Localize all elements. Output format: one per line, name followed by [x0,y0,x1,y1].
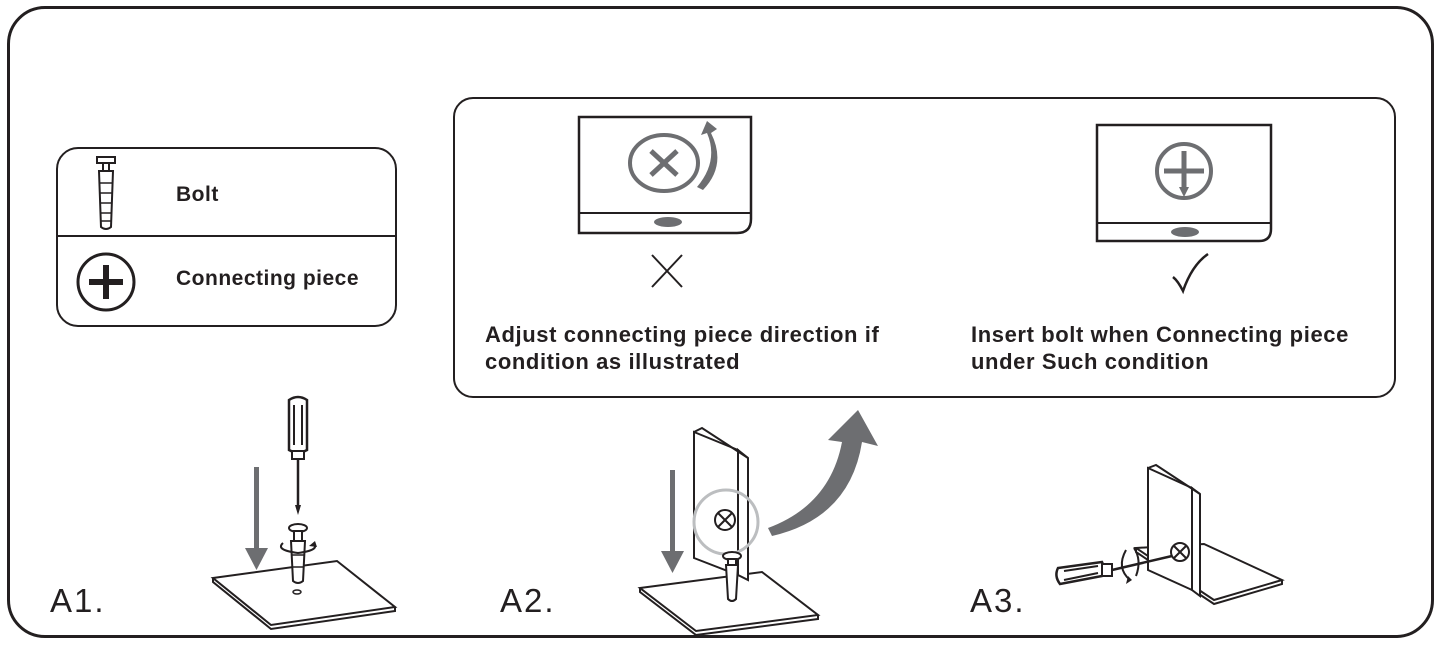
legend-divider [58,235,395,237]
outer-frame [7,6,1434,638]
arrow-down-icon [661,470,684,573]
step-a2-illustration [637,410,878,635]
connecting-piece-label: Connecting piece [176,267,360,290]
rotate-icon [279,541,317,555]
curved-arrow-icon [768,410,878,536]
correct-orientation-panel [1095,123,1273,243]
step-label-a1: A1. [50,582,106,619]
step-a3-illustration [1055,463,1285,606]
condition-info-box: X ✓ Adjust connecting piece direction if… [453,97,1396,398]
step-a1-illustration [210,395,398,631]
bolt-label: Bolt [176,183,219,206]
wrong-condition-caption: Adjust connecting piece direction if con… [485,322,880,374]
wrong-mark-icon [651,254,683,288]
rotate-icon [1120,547,1140,584]
wrong-orientation-panel [577,115,753,235]
step-label-a3: A3. [970,582,1026,619]
legend-box: Bolt Connecting piece [56,147,397,327]
check-mark-icon [1172,252,1209,295]
connecting-piece-icon [76,252,136,312]
step-label-a2: A2. [500,582,556,619]
right-condition-caption: Insert bolt when Connecting piece under … [971,322,1349,374]
bolt-icon [722,551,742,602]
arrow-down-icon [245,467,268,570]
bolt-icon [96,156,116,230]
screwdriver-icon [287,395,309,515]
